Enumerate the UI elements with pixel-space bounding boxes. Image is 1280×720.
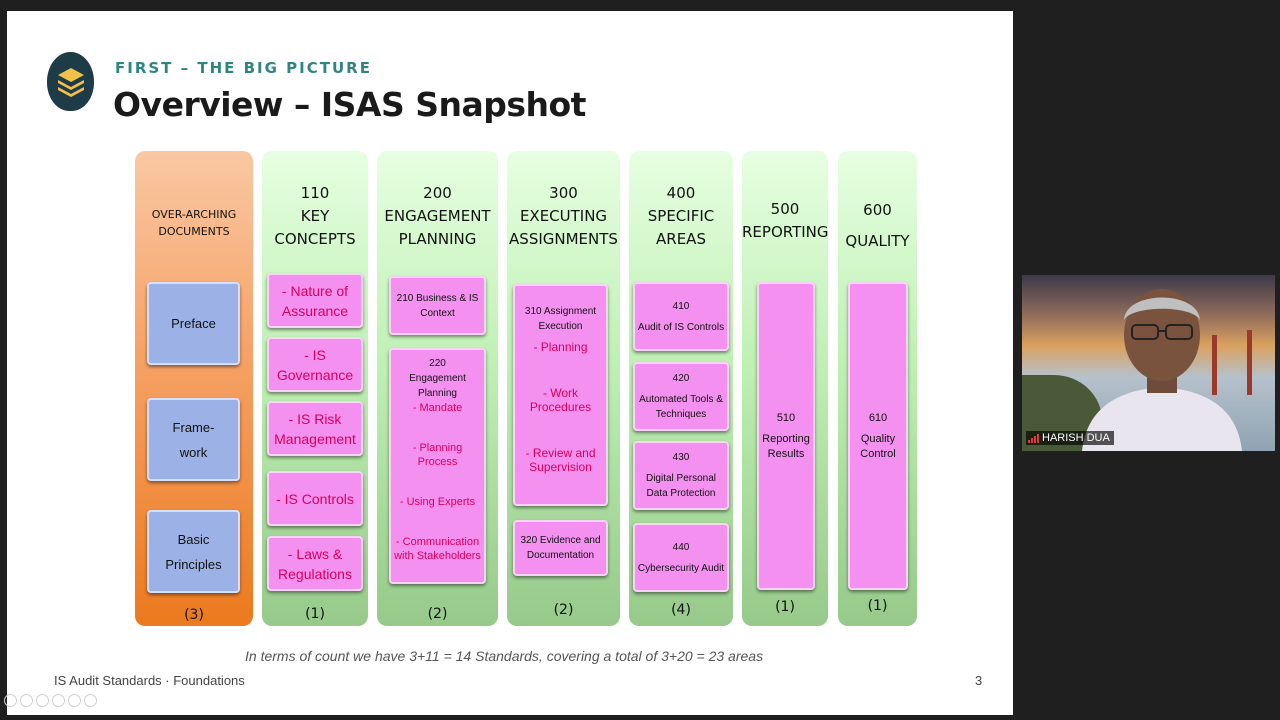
laws-regulations-box: - Laws & Regulations	[267, 536, 363, 591]
column-600-quality: 600 QUALITY 610 Quality Control (1)	[838, 151, 917, 626]
column-500-reporting: 500 REPORTING 510 Reporting Results (1)	[742, 151, 829, 626]
slides-grid-icon[interactable]	[52, 694, 65, 707]
column-400-specific-areas: 400 SPECIFIC AREAS 410 Audit of IS Contr…	[629, 151, 733, 626]
column-count: (1)	[305, 606, 325, 622]
column-200-engagement-planning: 200 ENGAGEMENT PLANNING 210 Business & I…	[377, 151, 498, 626]
presentation-slide: FIRST – THE BIG PICTURE Overview – ISAS …	[7, 11, 1013, 715]
slide-caption: In terms of count we have 3+11 = 14 Stan…	[245, 648, 764, 664]
column-header: 300 EXECUTING ASSIGNMENTS	[509, 184, 618, 248]
participant-silhouette	[1082, 289, 1252, 451]
slide-kicker: FIRST – THE BIG PICTURE	[115, 59, 372, 77]
box-510-reporting-results: 510 Reporting Results	[757, 282, 815, 590]
column-header: 200 ENGAGEMENT PLANNING	[384, 184, 491, 248]
box-410-audit-is-controls: 410 Audit of IS Controls	[633, 282, 729, 351]
is-governance-box: - IS Governance	[267, 337, 363, 392]
signal-strength-icon	[1028, 433, 1039, 443]
presenter-toolbar	[4, 694, 97, 707]
box-220-engagement-planning: 220 Engagement Planning - Mandate - Plan…	[389, 348, 486, 584]
slide-footer: IS Audit Standards · Foundations	[54, 673, 245, 688]
column-count: (3)	[184, 607, 204, 623]
column-header: 500 REPORTING	[742, 200, 829, 241]
page-number: 3	[975, 673, 983, 688]
column-count: (4)	[671, 602, 691, 618]
box-310-assignment-execution: 310 Assignment Execution - Planning - Wo…	[513, 284, 608, 506]
column-110-key-concepts: 110 KEY CONCEPTS - Nature of Assurance -…	[262, 151, 368, 626]
is-controls-box: - IS Controls	[267, 471, 363, 526]
column-header: 600 QUALITY	[845, 201, 910, 250]
column-count: (1)	[867, 598, 888, 614]
next-slide-icon[interactable]	[20, 694, 33, 707]
nature-of-assurance-box: - Nature of Assurance	[267, 273, 363, 328]
box-440-cybersecurity-audit: 440 Cybersecurity Audit	[633, 523, 729, 592]
column-count: (2)	[553, 602, 574, 618]
zoom-icon[interactable]	[68, 694, 81, 707]
box-430-digital-personal-data-protection: 430 Digital Personal Data Protection	[633, 441, 729, 510]
more-options-icon[interactable]	[84, 694, 97, 707]
box-210-business-is-context: 210 Business & IS Context	[389, 276, 486, 335]
box-320-evidence-documentation: 320 Evidence and Documentation	[513, 520, 608, 576]
column-count: (2)	[427, 606, 448, 622]
pen-icon[interactable]	[36, 694, 49, 707]
participant-name-label: HARISH DUA	[1026, 431, 1114, 445]
slide-title: Overview – ISAS Snapshot	[113, 85, 586, 124]
box-420-automated-tools: 420 Automated Tools & Techniques	[633, 362, 729, 431]
participant-video-tile[interactable]: HARISH DUA	[1022, 275, 1275, 451]
column-header: OVER-ARCHING DOCUMENTS	[151, 208, 237, 238]
stack-layers-logo	[47, 52, 94, 111]
column-300-executing-assignments: 300 EXECUTING ASSIGNMENTS 310 Assignment…	[507, 151, 620, 626]
column-header: 400 SPECIFIC AREAS	[647, 184, 715, 248]
box-610-quality-control: 610 Quality Control	[848, 282, 908, 590]
layers-icon	[57, 67, 84, 97]
column-overarching-documents: OVER-ARCHING DOCUMENTS Preface Frame- wo…	[135, 151, 253, 626]
column-header: 110 KEY CONCEPTS	[274, 184, 356, 248]
preface-box: Preface	[147, 282, 240, 365]
column-count: (1)	[775, 599, 795, 615]
framework-box: Frame- work	[147, 398, 240, 481]
is-risk-management-box: - IS Risk Management	[267, 401, 363, 456]
basic-principles-box: Basic Principles	[147, 510, 240, 593]
previous-slide-icon[interactable]	[4, 694, 17, 707]
